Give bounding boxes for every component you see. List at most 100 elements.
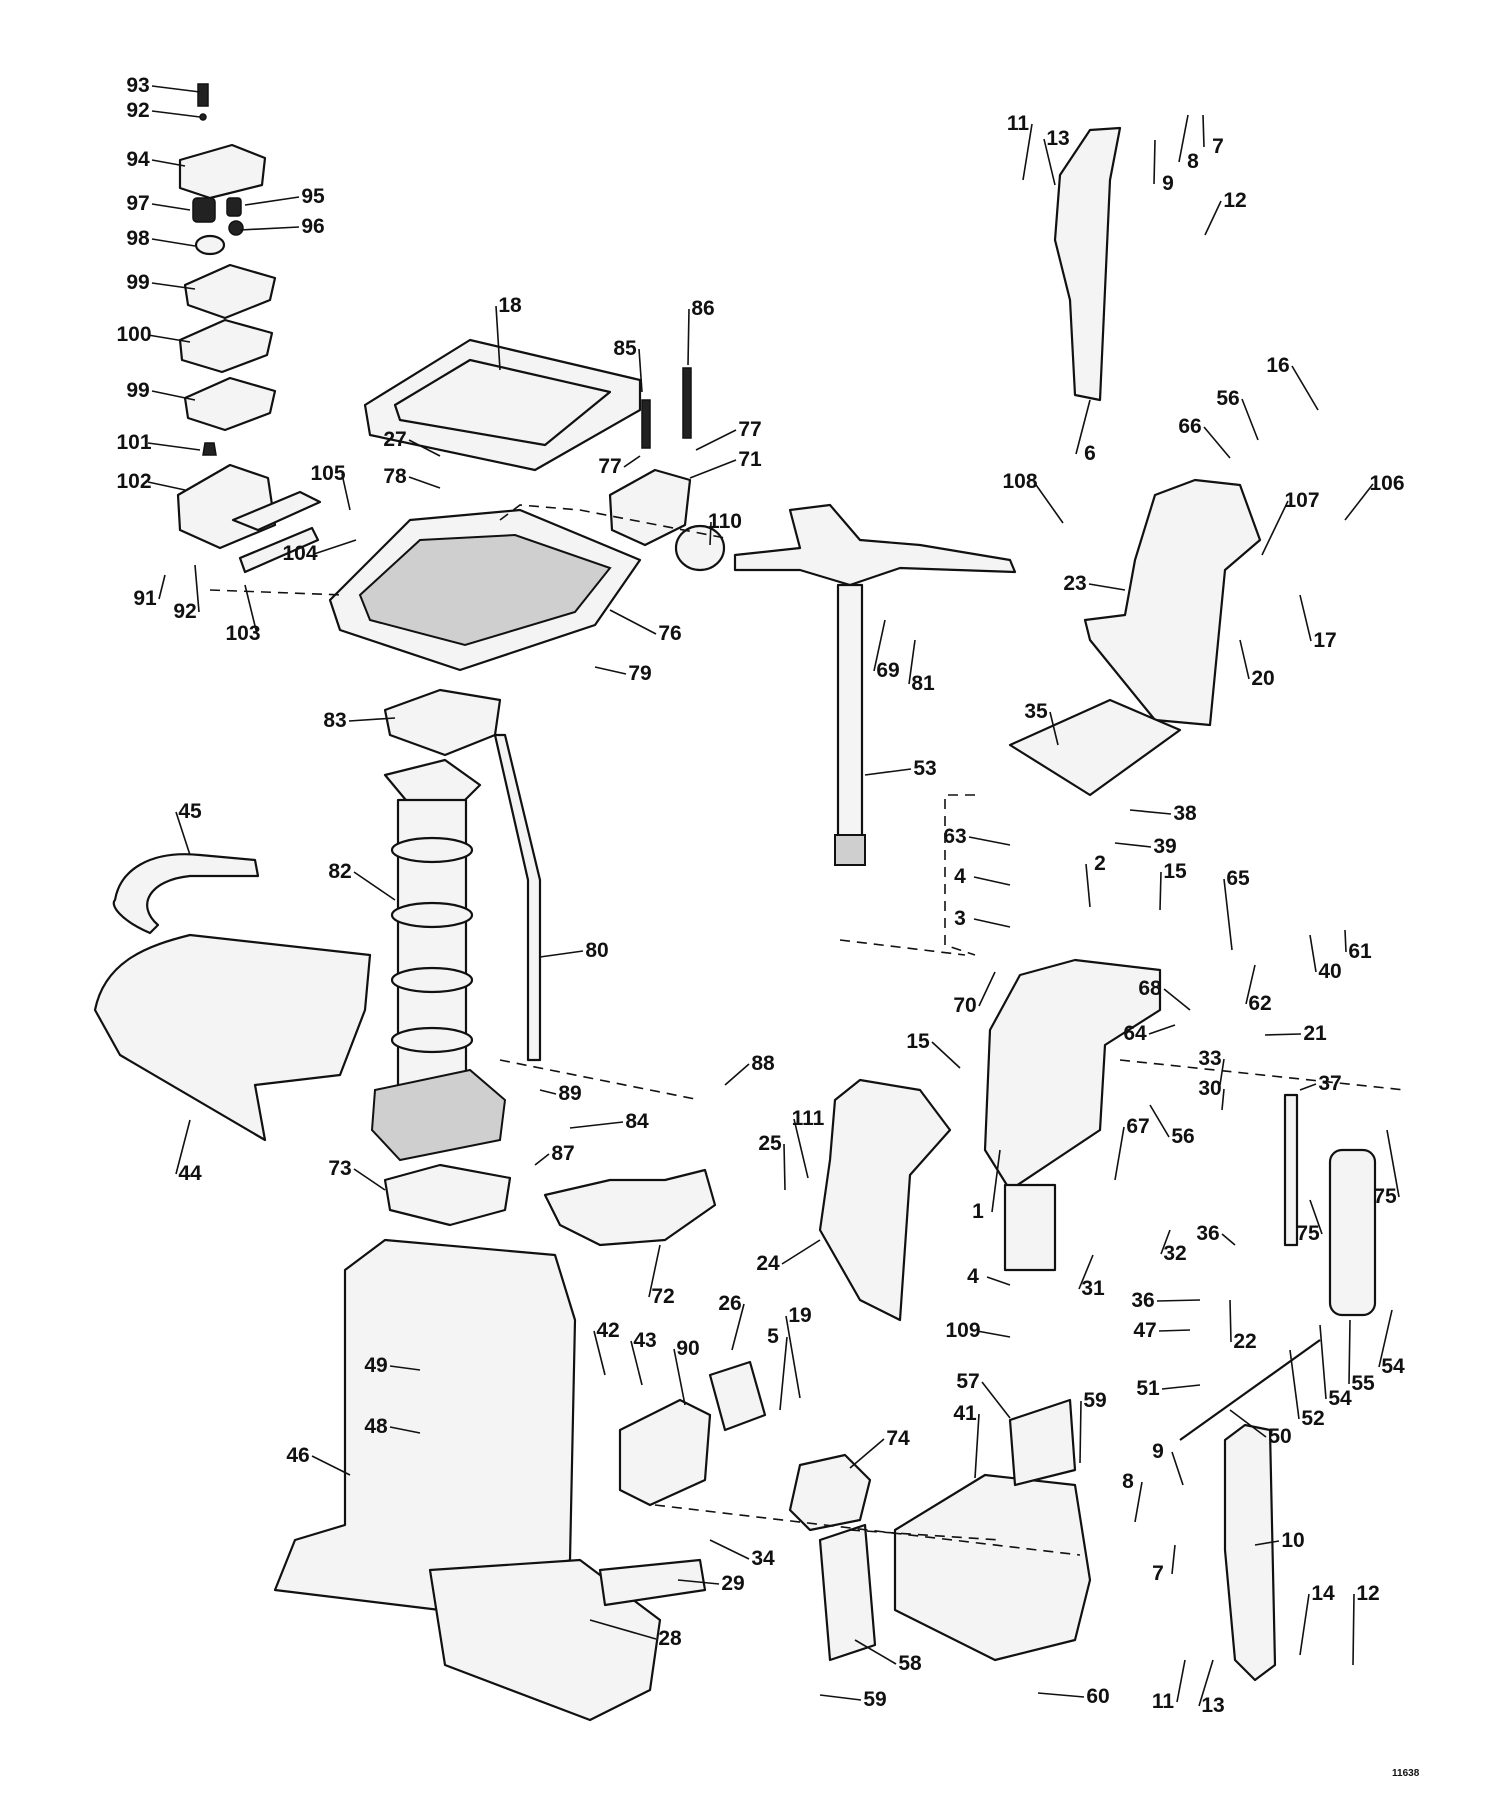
callout-label: 36 — [1131, 1289, 1154, 1312]
callout-leader — [158, 574, 166, 600]
callout-label: 56 — [1171, 1125, 1194, 1148]
callout-leader — [589, 1619, 657, 1640]
callout-82: 82 — [328, 860, 396, 901]
callout-leader — [1037, 1692, 1085, 1698]
callout-leader — [1223, 878, 1233, 951]
callout-leader — [1344, 483, 1374, 521]
callout-leader — [539, 950, 584, 958]
callout-leader — [623, 455, 641, 468]
callout-leader — [1078, 1254, 1094, 1290]
callout-77: 77 — [598, 455, 641, 478]
callout-label: 77 — [598, 455, 621, 478]
callout-label: 16 — [1266, 354, 1289, 377]
callout-leader — [1261, 500, 1289, 556]
callout-107: 107 — [1261, 489, 1320, 556]
callout-leader — [648, 1244, 661, 1298]
callout-8: 8 — [1122, 1470, 1143, 1523]
callout-86: 86 — [687, 297, 715, 366]
callout-75: 75 — [1373, 1129, 1400, 1208]
callout-label: 15 — [906, 1030, 930, 1053]
callout-label: 81 — [911, 672, 935, 695]
callout-69: 69 — [873, 619, 900, 682]
callout-label: 64 — [1123, 1022, 1147, 1045]
callout-leader — [1239, 639, 1250, 680]
callout-label: 8 — [1187, 150, 1199, 173]
callout-56: 56 — [1216, 387, 1259, 441]
callout-12: 12 — [1204, 189, 1247, 236]
callout-leader — [783, 1143, 786, 1191]
callout-62: 62 — [1245, 964, 1272, 1015]
callout-leader — [1299, 1593, 1310, 1656]
callout-75: 75 — [1296, 1199, 1323, 1245]
callout-13: 13 — [1043, 127, 1070, 186]
callout-38: 38 — [1129, 802, 1197, 825]
callout-label: 6 — [1084, 442, 1096, 465]
callout-leader — [908, 639, 916, 685]
callout-leader — [1219, 1058, 1225, 1086]
callout-leader — [1085, 863, 1091, 908]
callout-4: 4 — [954, 865, 1011, 888]
callout-leader — [1088, 583, 1126, 591]
callout-57: 57 — [956, 1370, 1011, 1419]
callout-72: 72 — [648, 1244, 675, 1308]
callout-label: 53 — [913, 757, 936, 780]
callout-label: 63 — [943, 825, 966, 848]
callout-label: 19 — [788, 1304, 811, 1327]
callout-16: 16 — [1266, 354, 1319, 411]
callout-label: 91 — [133, 587, 157, 610]
callout-101: 101 — [116, 431, 201, 454]
callout-92: 92 — [173, 564, 200, 623]
callout-label: 104 — [282, 542, 317, 565]
callout-leader — [1378, 1309, 1393, 1368]
callout-label: 22 — [1233, 1330, 1256, 1353]
callout-leader — [175, 1119, 191, 1175]
callout-label: 86 — [691, 297, 714, 320]
callout-label: 97 — [126, 192, 149, 215]
callout-9: 9 — [1153, 139, 1174, 195]
callout-label: 9 — [1152, 1440, 1164, 1463]
callout-21: 21 — [1264, 1022, 1327, 1045]
callout-54: 54 — [1378, 1309, 1405, 1378]
callout-leader — [1198, 1659, 1214, 1707]
callout-66: 66 — [1178, 415, 1231, 459]
callout-leader — [1309, 934, 1317, 973]
callout-leader — [495, 305, 501, 371]
callout-leader — [1114, 842, 1152, 848]
callout-label: 62 — [1248, 992, 1271, 1015]
callout-label: 41 — [953, 1402, 977, 1425]
callout-102: 102 — [116, 470, 186, 493]
callout-label: 43 — [633, 1329, 656, 1352]
callout-label: 40 — [1318, 960, 1341, 983]
callout-19: 19 — [785, 1304, 812, 1399]
callout-95: 95 — [244, 185, 325, 208]
callout-label: 20 — [1251, 667, 1274, 690]
callout-68: 68 — [1138, 977, 1191, 1011]
callout-106: 106 — [1344, 472, 1405, 521]
callout-47: 47 — [1133, 1319, 1191, 1342]
callout-34: 34 — [709, 1539, 775, 1570]
callout-leader — [1264, 1033, 1302, 1036]
callout-label: 93 — [126, 74, 149, 97]
callout-leader — [1160, 1229, 1171, 1255]
callout-label: 65 — [1226, 867, 1250, 890]
callout-leader — [594, 666, 627, 675]
callout-leader — [151, 159, 186, 167]
callout-label: 18 — [498, 294, 522, 317]
callout-label: 31 — [1081, 1277, 1105, 1300]
callout-leader — [353, 871, 396, 901]
callout-leader — [593, 1330, 606, 1376]
callout-94: 94 — [126, 148, 186, 171]
callout-42: 42 — [593, 1319, 620, 1376]
callout-label: 54 — [1381, 1355, 1405, 1378]
callout-33: 33 — [1198, 1047, 1225, 1086]
callout-label: 21 — [1303, 1022, 1327, 1045]
callout-5: 5 — [767, 1325, 788, 1411]
callout-label: 67 — [1126, 1115, 1149, 1138]
callout-36: 36 — [1196, 1222, 1236, 1246]
callout-108: 108 — [1002, 470, 1064, 524]
callout-leader — [1254, 1540, 1280, 1546]
callout-leader — [687, 308, 690, 366]
callout-leader — [311, 1455, 351, 1476]
callout-label: 9 — [1162, 172, 1174, 195]
callout-label: 94 — [126, 148, 150, 171]
